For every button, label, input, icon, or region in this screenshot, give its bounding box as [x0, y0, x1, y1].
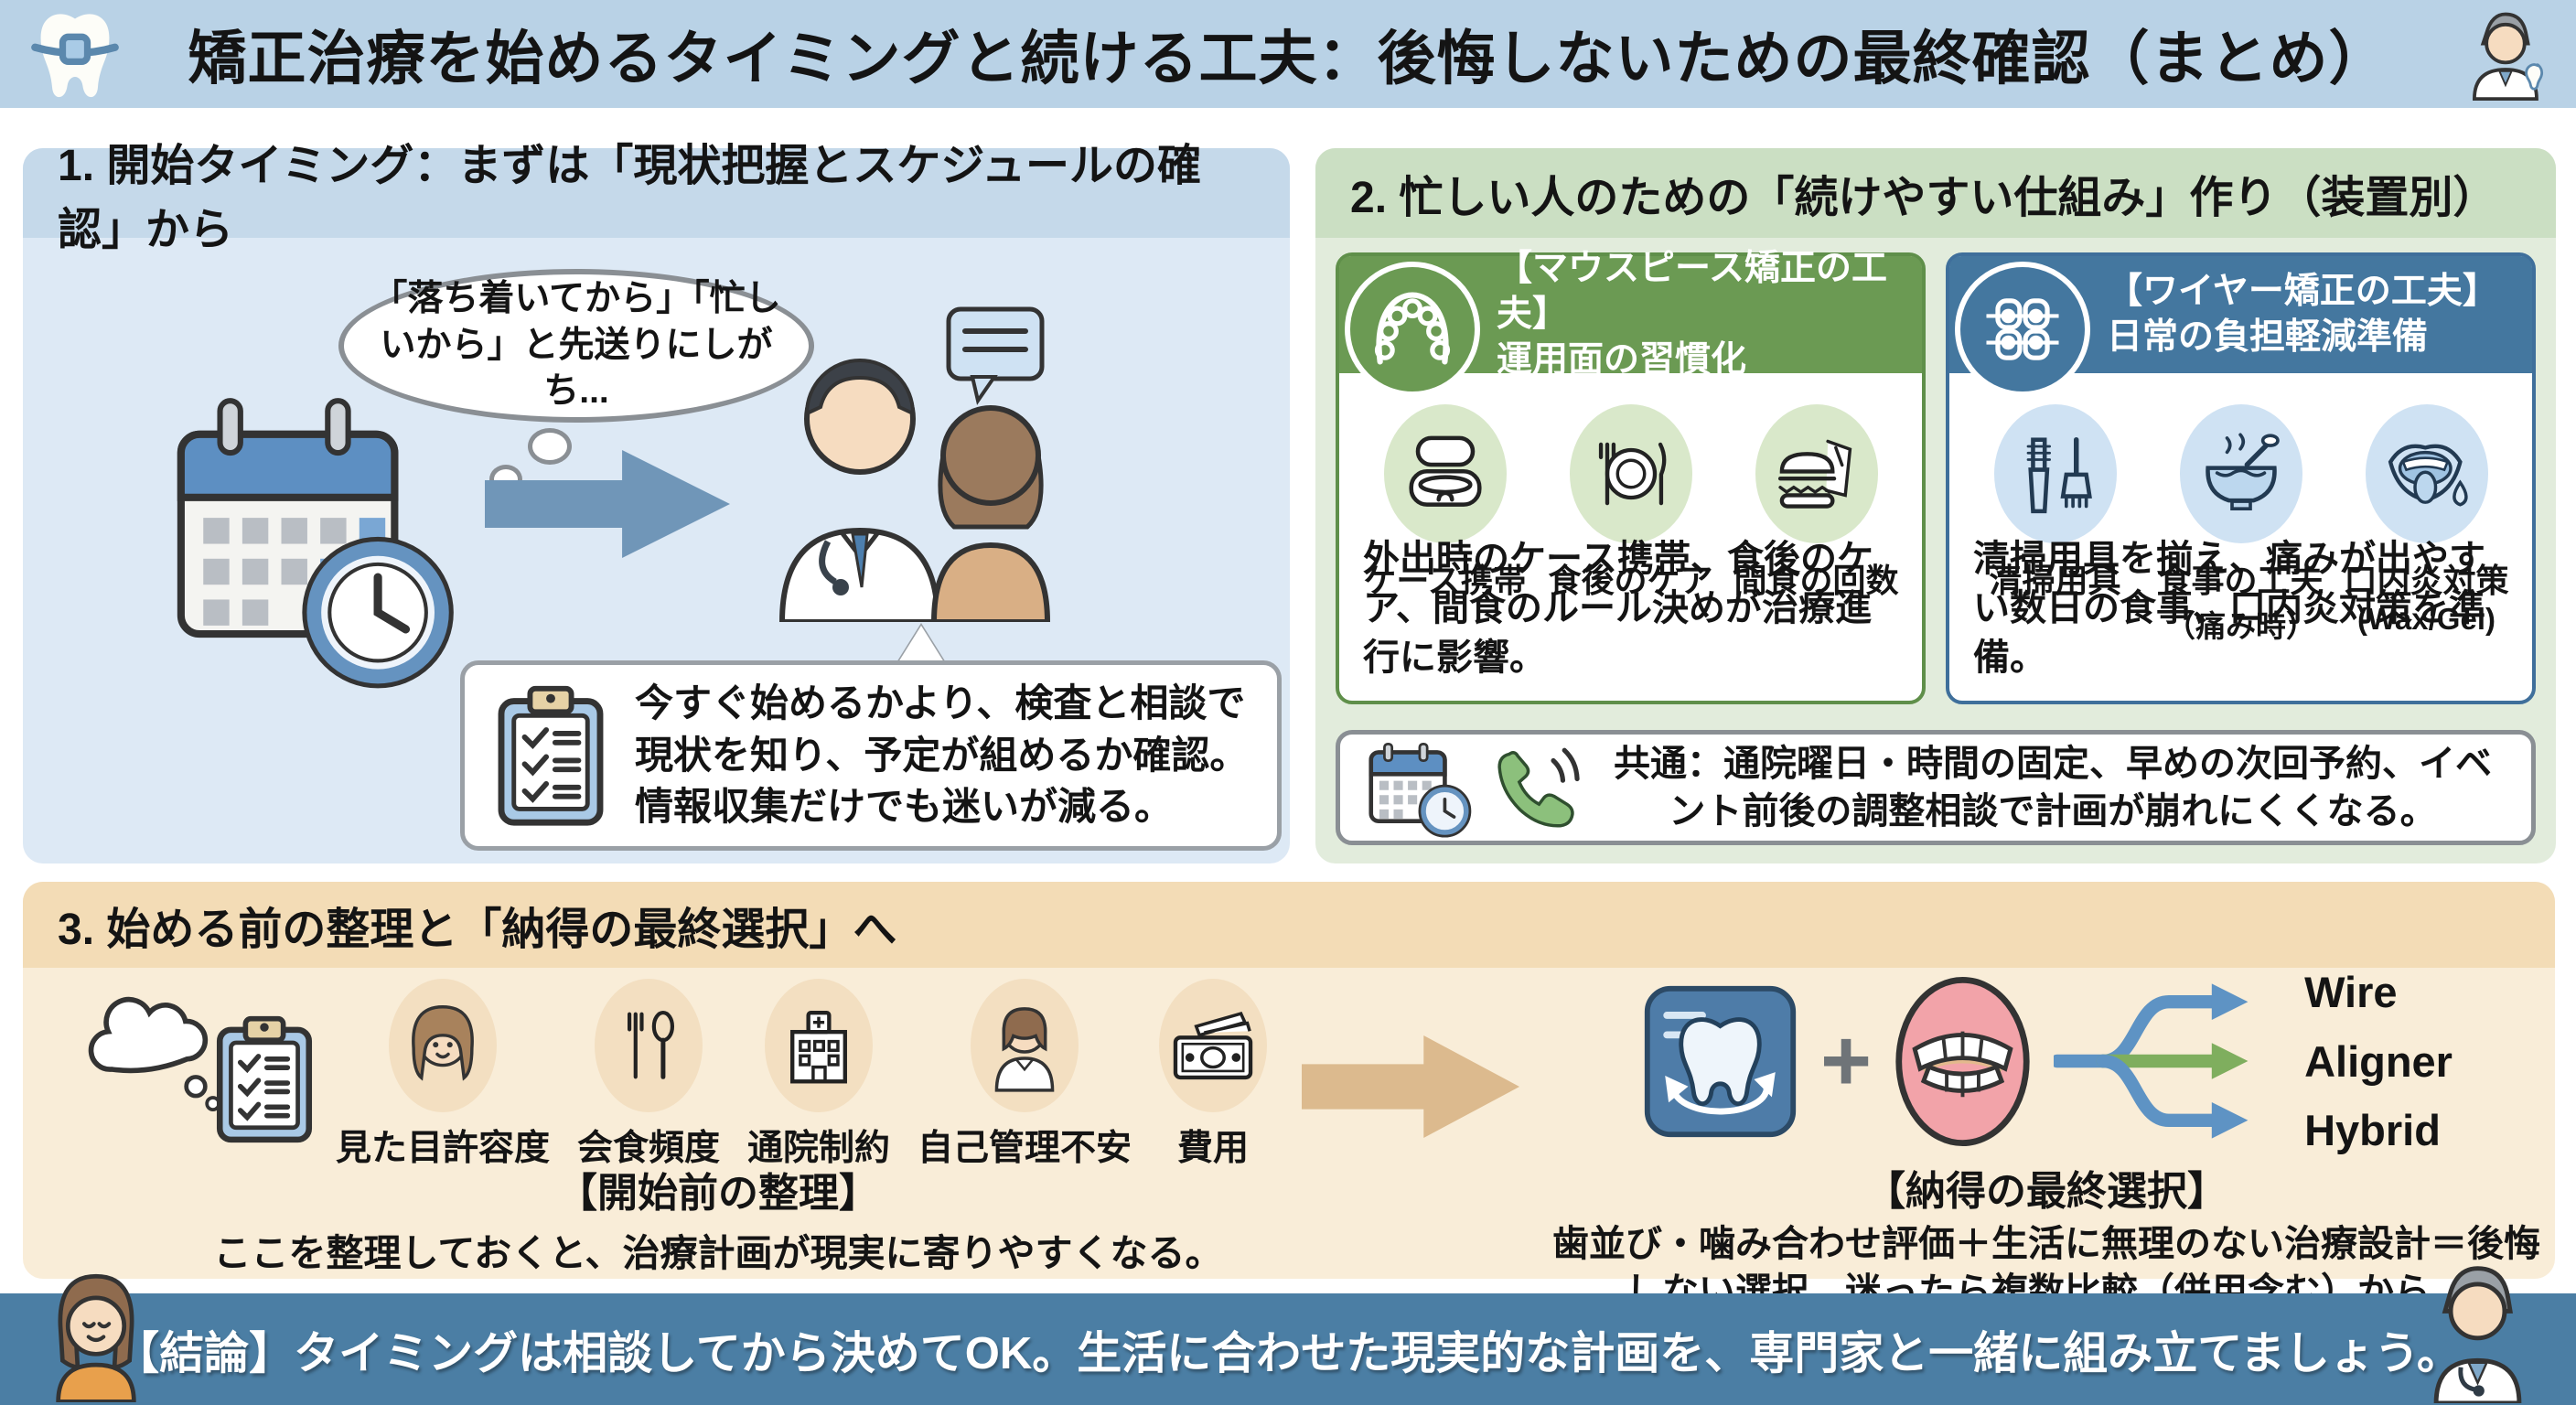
- section-3-panel: 3. 始める前の整理と「納得の最終選択」へ: [23, 882, 2555, 1312]
- fork-spoon-icon: [595, 979, 703, 1112]
- consideration-label: 見た目許容度: [336, 1129, 551, 1168]
- woman-avatar: [37, 1260, 156, 1402]
- consideration-item: 通院制約: [747, 979, 890, 1171]
- tooth-braces-icon: [27, 5, 123, 101]
- conclusion-text: 【結論】タイミングは相談してから決めてOK。生活に合わせた現実的な計画を、専門家…: [114, 1328, 2462, 1378]
- clipboard-icon: [492, 681, 609, 830]
- common-note-box: 共通：通院曜日・時間の固定、早めの次回予約、イベント前後の調整相談で計画が崩れに…: [1336, 730, 2536, 845]
- item-sublabel: (Wax/Gel): [2357, 602, 2496, 636]
- arrow-right-icon: [1302, 1035, 1519, 1138]
- item-label: 食事の工夫: [2158, 562, 2324, 599]
- burger-snack-icon: [1755, 404, 1878, 543]
- mouthpiece-card-title-line2: 運用面の習慣化: [1497, 339, 1747, 380]
- final-choice-group: +: [1552, 970, 2540, 1315]
- arrow-right-icon: [485, 450, 730, 558]
- item-label: 間食の回数: [1733, 562, 1899, 599]
- mouth-wax-icon: [2365, 404, 2488, 543]
- page-title: 矯正治療を始めるタイミングと続ける工夫：後悔しないための最終確認（まとめ）: [188, 26, 2388, 91]
- mouthpiece-item: ケース携帯: [1352, 404, 1538, 602]
- consideration-item: 見た目許容度: [336, 979, 550, 1171]
- dentist-icon: [2457, 5, 2552, 101]
- aligner-arch-icon: [1345, 262, 1480, 397]
- consideration-label: 会食頻度: [577, 1129, 721, 1168]
- doctor-avatar: [2416, 1255, 2539, 1403]
- wire-item: 口内炎対策 (Wax/Gel): [2334, 404, 2519, 646]
- wire-card: 【ワイヤー矯正の工夫】 日常の負担軽減準備: [1946, 252, 2536, 704]
- section-1-note-box: 今すぐ始めるかより、検査と相談で現状を知り、予定が組めるか確認。情報収集だけでも…: [460, 660, 1282, 851]
- calendar-clock-icon: [1364, 737, 1474, 838]
- thought-bubble-dot: [528, 428, 572, 465]
- header-band: 矯正治療を始めるタイミングと続ける工夫：後悔しないための最終確認（まとめ）: [0, 0, 2576, 108]
- consideration-label: 通院制約: [747, 1129, 891, 1168]
- item-sublabel: （痛み時）: [2165, 609, 2316, 643]
- section-1-note: 今すぐ始めるかより、検査と相談で現状を知り、予定が組めるか確認。情報収集だけでも…: [635, 681, 1249, 829]
- wire-summary: 清掃用具を揃え、痛みが出やすい数日の食事、口内炎対策を準備。: [1973, 539, 2485, 678]
- mouthpiece-summary: 外出時のケース携帯、食後のケア、間食のルール決めが治療進行に影響。: [1363, 539, 1873, 678]
- cleaning-tools-icon: [1993, 404, 2117, 543]
- mouthpiece-item: 食後のケア: [1538, 404, 1723, 602]
- calendar-clock-icon: [160, 388, 462, 694]
- wire-item: 清掃用具: [1962, 404, 2148, 646]
- consideration-label: 費用: [1177, 1129, 1250, 1168]
- thought-cloud-clipboard-icon: [63, 973, 328, 1179]
- item-label: 清掃用具: [1989, 562, 2121, 599]
- mouthpiece-card: 【マウスピース矯正の工夫】 運用面の習慣化: [1336, 249, 1926, 704]
- mouth-teeth-icon: [1892, 972, 2034, 1151]
- pre-start-title: 【開始前の整理】: [557, 1171, 879, 1216]
- common-note-text: 共通：通院曜日・時間の固定、早めの次回予約、イベント前後の調整相談で計画が崩れに…: [1614, 744, 2492, 831]
- soft-meal-bowl-icon: [2179, 404, 2302, 543]
- mouthpiece-item: 間食の回数: [1723, 404, 1909, 602]
- wire-item: 食事の工夫 （痛み時）: [2148, 404, 2334, 646]
- hospital-icon: [765, 979, 874, 1112]
- section-2-heading: 2. 忙しい人のための「続けやすい仕組み」作り（装置別）: [1315, 148, 2556, 238]
- conclusion-band: 【結論】タイミングは相談してから決めてOK。生活に合わせた現実的な計画を、専門家…: [0, 1293, 2576, 1405]
- plus-sign: +: [1820, 1012, 1873, 1110]
- cutlery-plate-icon: [1569, 404, 1692, 543]
- wire-card-title-line1: 【ワイヤー矯正の工夫】: [2107, 272, 2498, 312]
- thought-bubble: 「落ち着いてから」「忙しいから」と先送りにしがち...: [338, 269, 814, 423]
- section-1-panel: 1. 開始タイミング：まずは「現状把握とスケジュールの確認」から 「落ち着いてか…: [23, 142, 1290, 863]
- section-1-heading: 1. 開始タイミング：まずは「現状把握とスケジュールの確認」から: [23, 142, 1290, 254]
- branch-arrows-icon: [2054, 971, 2284, 1152]
- aligner-case-icon: [1383, 404, 1507, 543]
- section-2-panel: 2. 忙しい人のための「続けやすい仕組み」作り（装置別） 【マウスピース矯正の工…: [1315, 148, 2556, 863]
- final-choice-summary: 【納得の最終選択】 歯並び・噛み合わせ評価＋生活に無理のない治療設計＝後悔しない…: [1552, 1158, 2540, 1315]
- item-label: ケース携帯: [1363, 562, 1527, 599]
- consideration-label: 自己管理不安: [918, 1129, 1132, 1168]
- option-labels: Wire Aligner Hybrid: [2304, 971, 2453, 1152]
- pre-start-text: ここを整理しておくと、治療計画が現実に寄りやすくなる。: [213, 1232, 1223, 1274]
- consideration-item: 費用: [1159, 979, 1268, 1171]
- wire-card-title-line2: 日常の負担軽減準備: [2107, 317, 2429, 357]
- money-icon: [1159, 979, 1268, 1112]
- option-aligner: Aligner: [2304, 1036, 2453, 1086]
- consideration-item: 会食頻度: [577, 979, 720, 1171]
- item-label: 口内炎対策: [2344, 562, 2509, 599]
- doctor-patient-icon: [755, 302, 1066, 622]
- item-label: 食後のケア: [1548, 562, 1713, 599]
- phone-icon: [1488, 740, 1583, 835]
- person-worry-icon: [971, 979, 1079, 1112]
- braces-icon: [1955, 262, 2090, 397]
- mouthpiece-card-title-line1: 【マウスピース矯正の工夫】: [1497, 249, 1888, 335]
- option-hybrid: Hybrid: [2304, 1106, 2441, 1154]
- tooth-scan-icon: [1640, 981, 1800, 1142]
- section-3-heading: 3. 始める前の整理と「納得の最終選択」へ: [23, 882, 2555, 968]
- option-wire: Wire: [2304, 968, 2398, 1016]
- pre-start-summary: 【開始前の整理】 ここを整理しておくと、治療計画が現実に寄りやすくなる。: [160, 1160, 1276, 1277]
- woman-face-icon: [389, 979, 497, 1112]
- final-choice-title: 【納得の最終選択】: [1865, 1169, 2227, 1214]
- consideration-item: 自己管理不安: [918, 979, 1132, 1171]
